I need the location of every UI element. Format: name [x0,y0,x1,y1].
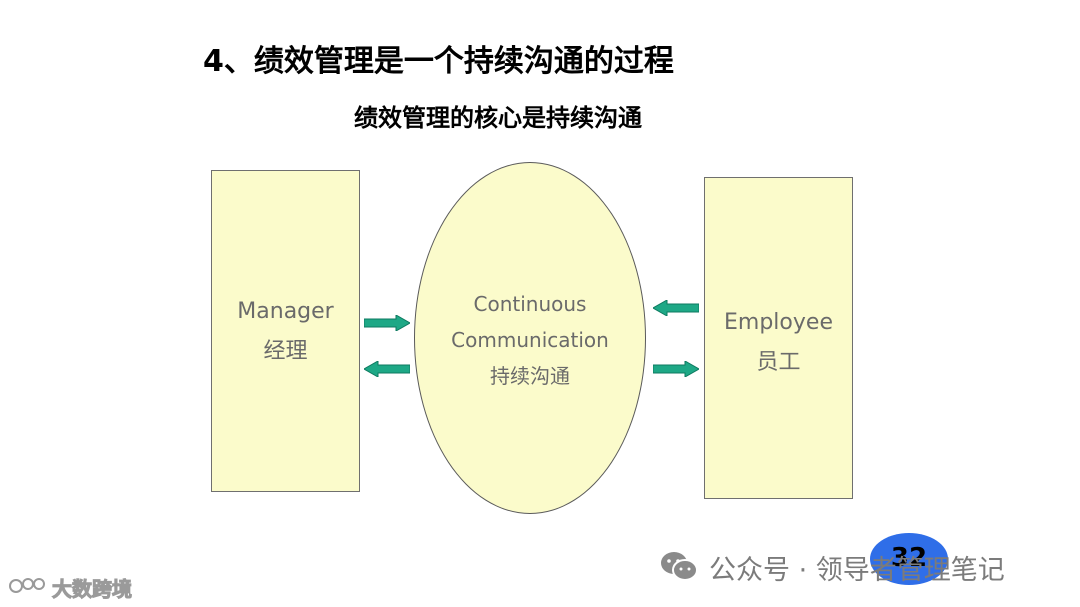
brand-logo-icon [9,578,45,593]
employee-box: Employee 员工 [704,177,853,499]
center-label-line1: Continuous [473,292,587,316]
page-number: 32 [890,543,928,573]
manager-box: Manager 经理 [211,170,360,492]
employee-label-en: Employee [724,310,833,335]
center-label-line2: Communication [451,328,609,352]
arrow-left-employee-to-center [653,300,699,316]
communication-ellipse: Continuous Communication 持续沟通 [414,162,646,514]
arrow-right-manager-to-center [364,315,410,331]
slide-title: 4、绩效管理是一个持续沟通的过程 [203,44,674,79]
slide-subtitle: 绩效管理的核心是持续沟通 [354,104,642,132]
employee-label-cn: 员工 [756,350,801,375]
arrow-right-center-to-employee [653,361,699,377]
arrow-left-center-to-manager [364,361,410,377]
manager-label-cn: 经理 [263,339,308,364]
wechat-account-text: 公众号 · 领导者管理笔记 [709,555,1005,586]
center-label-line3: 持续沟通 [490,364,570,388]
page-number-badge: 32 [870,533,948,585]
wechat-icon [661,552,698,581]
manager-label-en: Manager [237,299,334,324]
brand-watermark: 大数跨境 [52,577,133,602]
